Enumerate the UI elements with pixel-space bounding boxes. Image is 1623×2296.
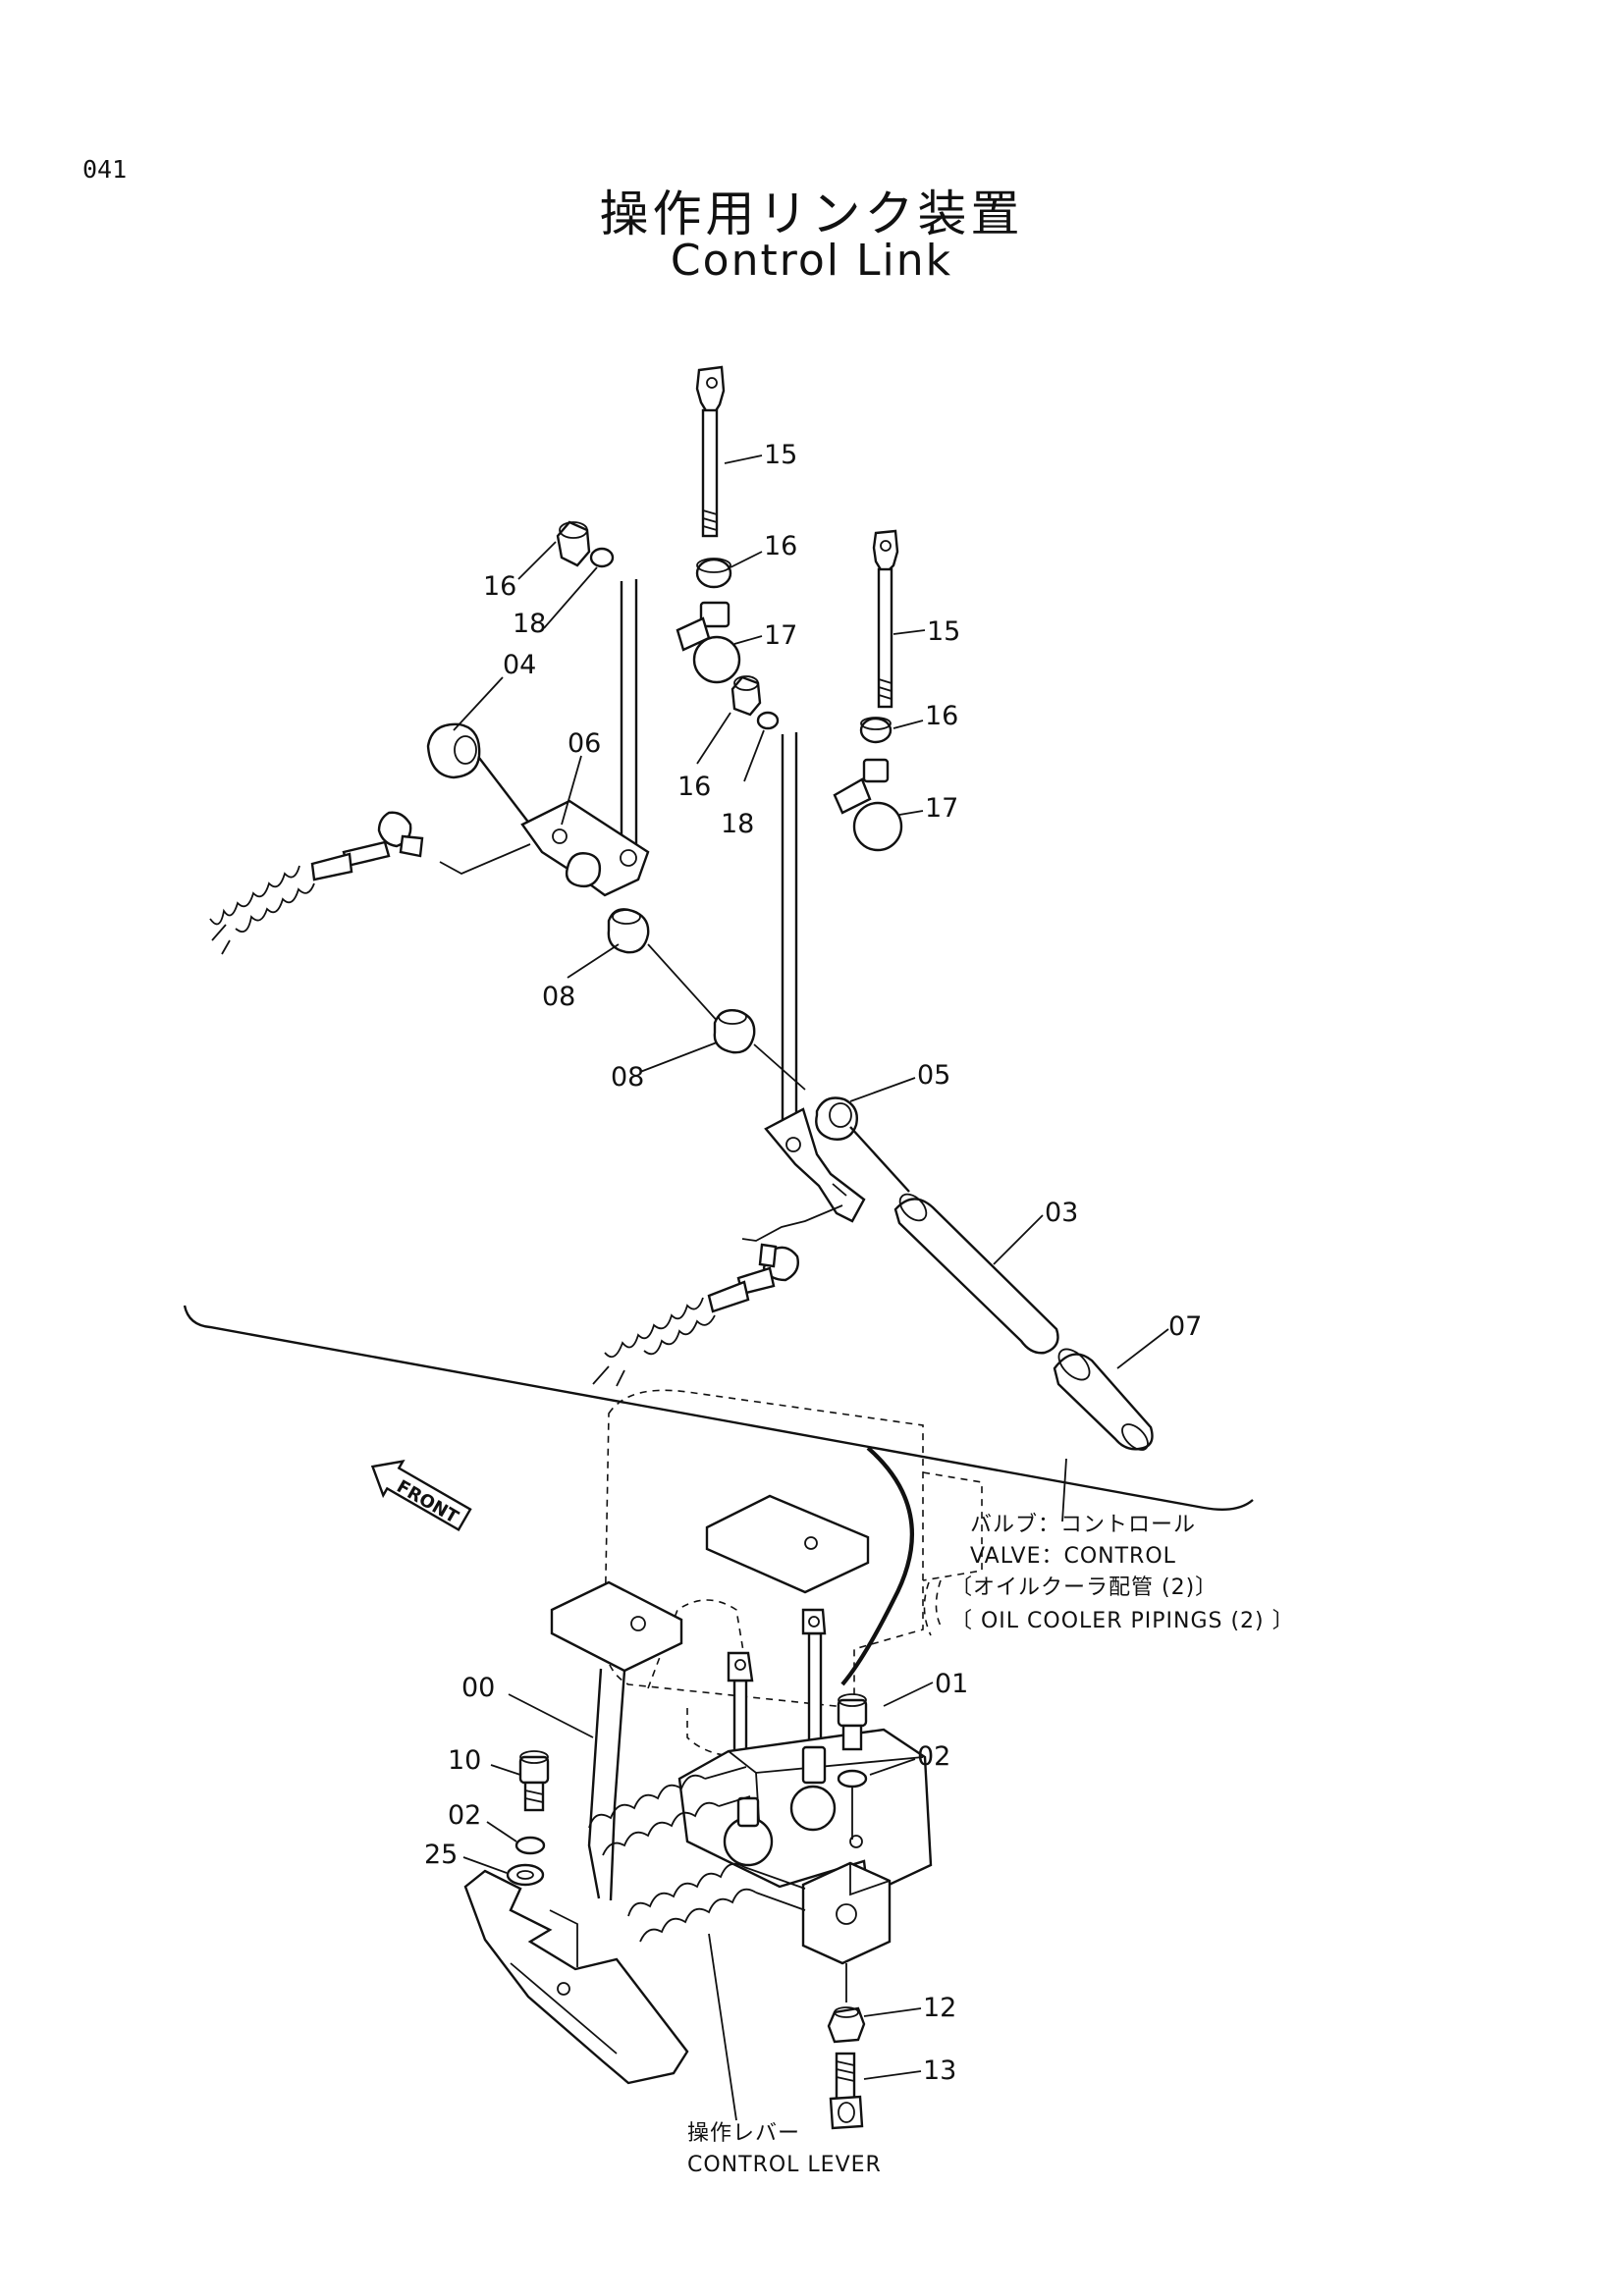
rod-end-boot-upper <box>209 811 424 955</box>
callout-13: 13 <box>923 2056 956 2086</box>
bolt-01 <box>837 1693 868 1751</box>
bracket-lower <box>741 1107 866 1242</box>
cab-floor-outline <box>183 1305 1254 1511</box>
rod-upper-right <box>781 732 798 1124</box>
ball-joint-17-right <box>833 758 903 852</box>
nut-16-right <box>859 717 893 744</box>
control-lever-boot-upper <box>588 1766 751 1856</box>
washer-02-right <box>837 1769 868 1789</box>
washer-02-left <box>514 1836 546 1855</box>
bushing-16-left <box>556 520 591 567</box>
bushing-04 <box>426 722 531 826</box>
rod-15-left <box>695 365 726 538</box>
bushing-05 <box>815 1096 858 1141</box>
leader-lines <box>453 454 1169 2080</box>
lower-valve-assembly <box>463 1389 983 2130</box>
bushing-08-upper <box>607 908 722 1026</box>
callout-06: 06 <box>568 728 601 759</box>
nut-16-top <box>695 558 732 589</box>
note-lever-en: CONTROL LEVER <box>687 2153 882 2177</box>
sleeve-07 <box>1053 1348 1154 1451</box>
page-title-english: Control Link <box>670 236 953 286</box>
callout-16-top: 16 <box>764 531 797 561</box>
callout-02-right: 02 <box>917 1741 950 1772</box>
nut-12 <box>827 2006 866 2044</box>
ring-18-right <box>756 711 780 730</box>
note-valve-jp: バルブ：コントロール <box>970 1513 1196 1537</box>
ball-joint-17-left <box>676 601 741 684</box>
callout-03: 03 <box>1045 1198 1078 1228</box>
clevis-block <box>801 1861 892 1965</box>
control-lever-boot-lower <box>627 1862 806 1943</box>
note-cooler-jp: 〔オイルクーラ配管 (2)〕 <box>950 1575 1217 1600</box>
callout-08-upper: 08 <box>542 982 575 1012</box>
callout-07: 07 <box>1168 1311 1202 1342</box>
callout-12: 12 <box>923 1993 956 2023</box>
annotation-notes: バルブ：コントロール VALVE：CONTROL 〔オイルクーラ配管 (2)〕 … <box>687 1513 1295 2177</box>
note-cooler-en: 〔 OIL COOLER PIPINGS (2) 〕 <box>950 1609 1295 1633</box>
callout-02-left: 02 <box>448 1800 481 1831</box>
page-number: 041 <box>82 155 128 184</box>
front-direction-arrow: FRONT <box>370 1460 472 1532</box>
callout-16-mid: 16 <box>677 772 711 802</box>
rod-upper-left <box>620 579 638 860</box>
ball-joint-housing-right <box>789 1785 837 1832</box>
bolt-10 <box>518 1750 550 1812</box>
callout-16-upper-left: 16 <box>483 571 516 602</box>
part-callouts: 15 16 16 18 17 04 15 16 16 18 17 06 08 0… <box>424 440 1202 2086</box>
callout-15-right: 15 <box>927 616 960 647</box>
pipe-03 <box>849 1126 1059 1355</box>
ring-18-left <box>589 547 615 568</box>
callout-10: 10 <box>448 1745 481 1776</box>
pedal-00 <box>550 1580 683 1901</box>
callout-00: 00 <box>461 1673 495 1703</box>
bracket-06 <box>439 799 650 897</box>
callout-17-left: 17 <box>764 620 797 651</box>
callout-17-right: 17 <box>925 793 958 824</box>
callout-18-mid: 18 <box>721 809 754 839</box>
note-valve-en: VALVE：CONTROL <box>970 1544 1176 1569</box>
upper-linkage-assembly <box>209 365 1154 1451</box>
callout-25: 25 <box>424 1840 458 1870</box>
callout-01: 01 <box>935 1669 968 1699</box>
callout-05: 05 <box>917 1060 950 1091</box>
page-title-japanese: 操作用リンク装置 <box>599 186 1024 242</box>
rod-to-valve-right <box>807 1631 823 1749</box>
callout-16-right: 16 <box>925 701 958 731</box>
note-lever-jp: 操作レバー <box>687 2121 800 2146</box>
rod-15-right <box>872 529 899 709</box>
callout-08-lower: 08 <box>611 1062 644 1093</box>
washer-25 <box>506 1863 545 1887</box>
callout-15-left: 15 <box>764 440 797 470</box>
bushing-08-lower <box>713 1009 806 1091</box>
valve-top-plate <box>705 1494 870 1594</box>
lever-base-plate <box>463 1869 689 2085</box>
control-valve-body <box>603 1389 924 1709</box>
bushing-16-right <box>730 675 762 717</box>
rod-end-boot-lower <box>592 1243 799 1387</box>
callout-04: 04 <box>503 650 536 680</box>
callout-18-upper-left: 18 <box>513 609 546 639</box>
bolt-13 <box>829 2052 864 2130</box>
oil-cooler-piping <box>840 1446 914 1686</box>
